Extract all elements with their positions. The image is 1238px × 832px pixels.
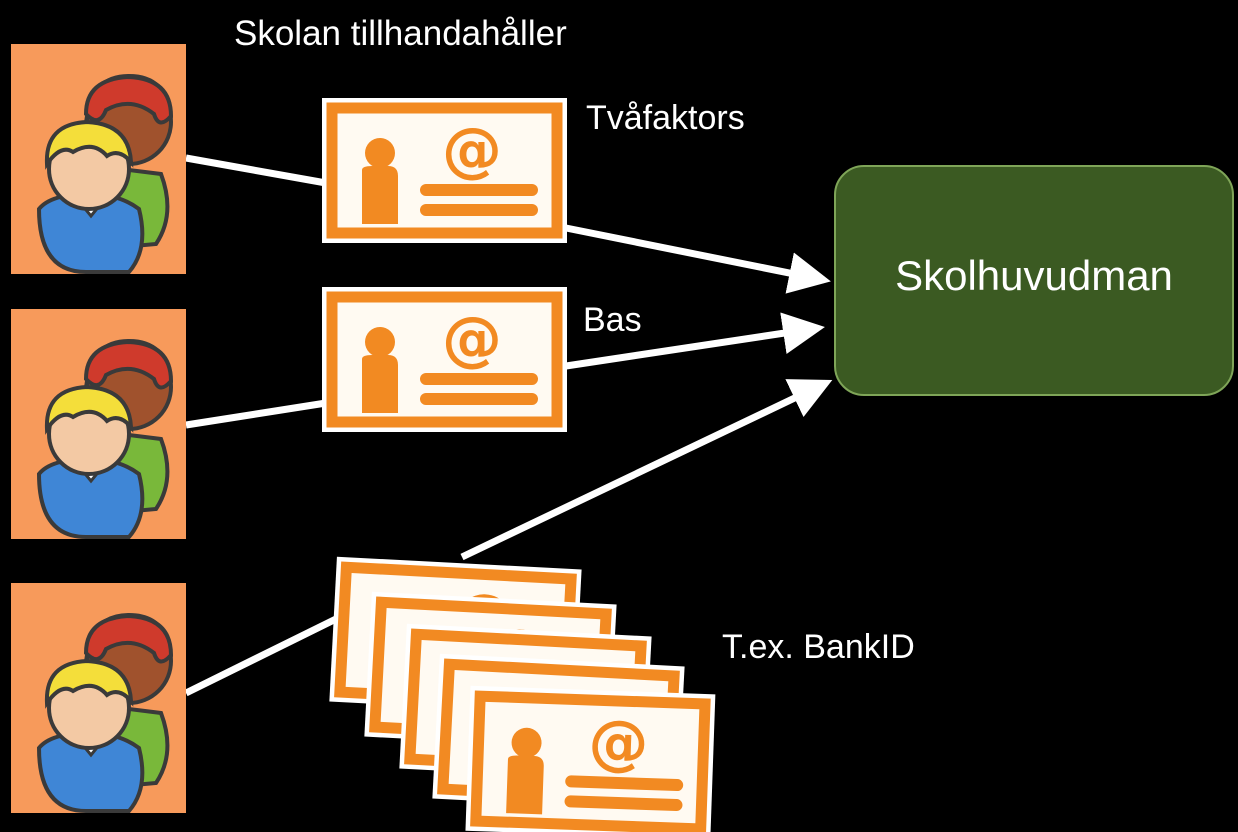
arrow-top [565, 224, 831, 294]
connector-line-mid [185, 399, 327, 429]
connector-line-bottom [184, 613, 342, 697]
id-card-icon-stack-5 [465, 686, 715, 832]
user-group-icon-top [9, 42, 188, 276]
diagram-heading: Skolan tillhandahåller [234, 14, 567, 53]
id-card-icon-mid [322, 287, 567, 432]
arrow-bottom [460, 379, 833, 561]
school-authority-box: Skolhuvudman [834, 165, 1234, 396]
credential-label-basic: Bas [583, 301, 642, 339]
credential-label-bankid: T.ex. BankID [722, 628, 915, 666]
credential-label-two-factor: Tvåfaktors [586, 99, 745, 137]
id-card-stack-icon [329, 557, 715, 832]
arrow-mid [565, 312, 825, 370]
connector-line-top [185, 154, 327, 187]
user-group-icon-mid [9, 307, 188, 541]
id-card-icon-top [322, 98, 567, 243]
user-group-icon-bottom [9, 581, 188, 815]
school-authority-label: Skolhuvudman [895, 251, 1173, 299]
